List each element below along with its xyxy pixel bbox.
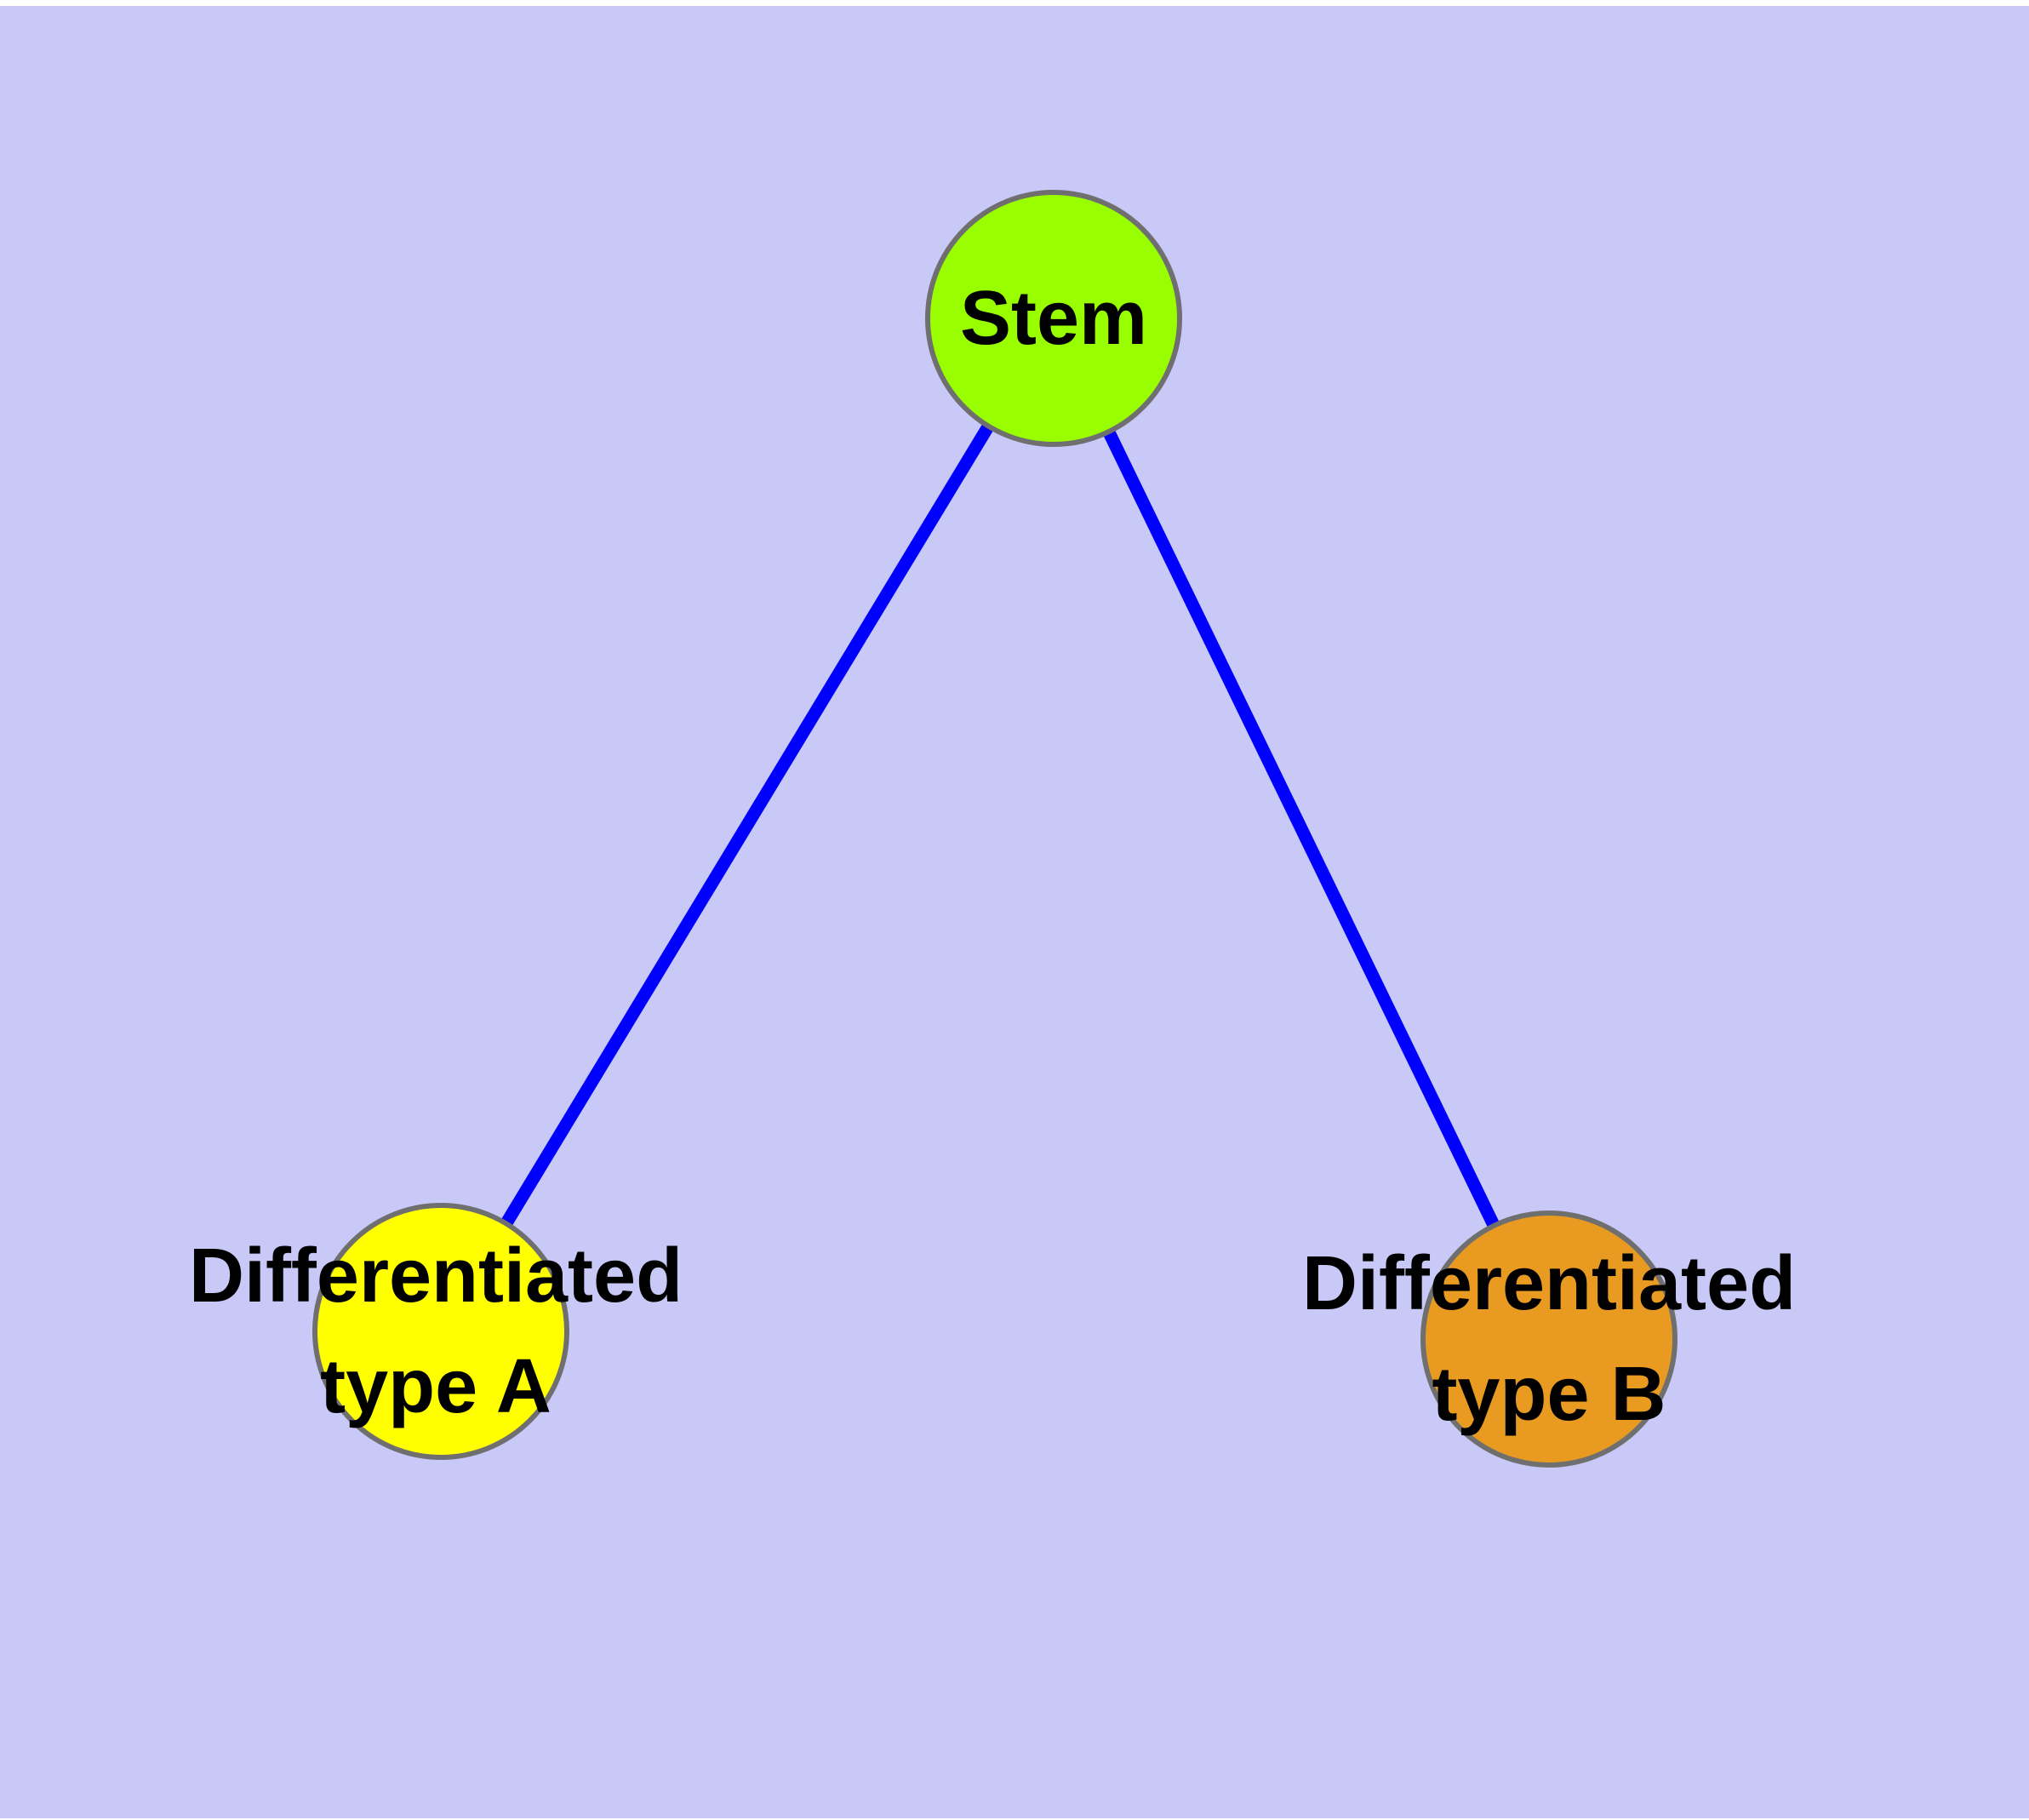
node-stem-label: Stem bbox=[959, 276, 1148, 361]
node-differentiated-type-b-circle bbox=[1420, 1210, 1677, 1468]
edge-stem-to-typea bbox=[435, 315, 1060, 1335]
node-differentiated-type-b-label: Differentiated type B bbox=[1301, 1241, 1797, 1437]
edge-stem-to-typeb bbox=[1048, 315, 1555, 1342]
node-differentiated-type-a-circle bbox=[312, 1203, 569, 1460]
node-stem-circle bbox=[925, 190, 1182, 447]
node-differentiated-type-a-label: Differentiated type A bbox=[188, 1233, 683, 1429]
